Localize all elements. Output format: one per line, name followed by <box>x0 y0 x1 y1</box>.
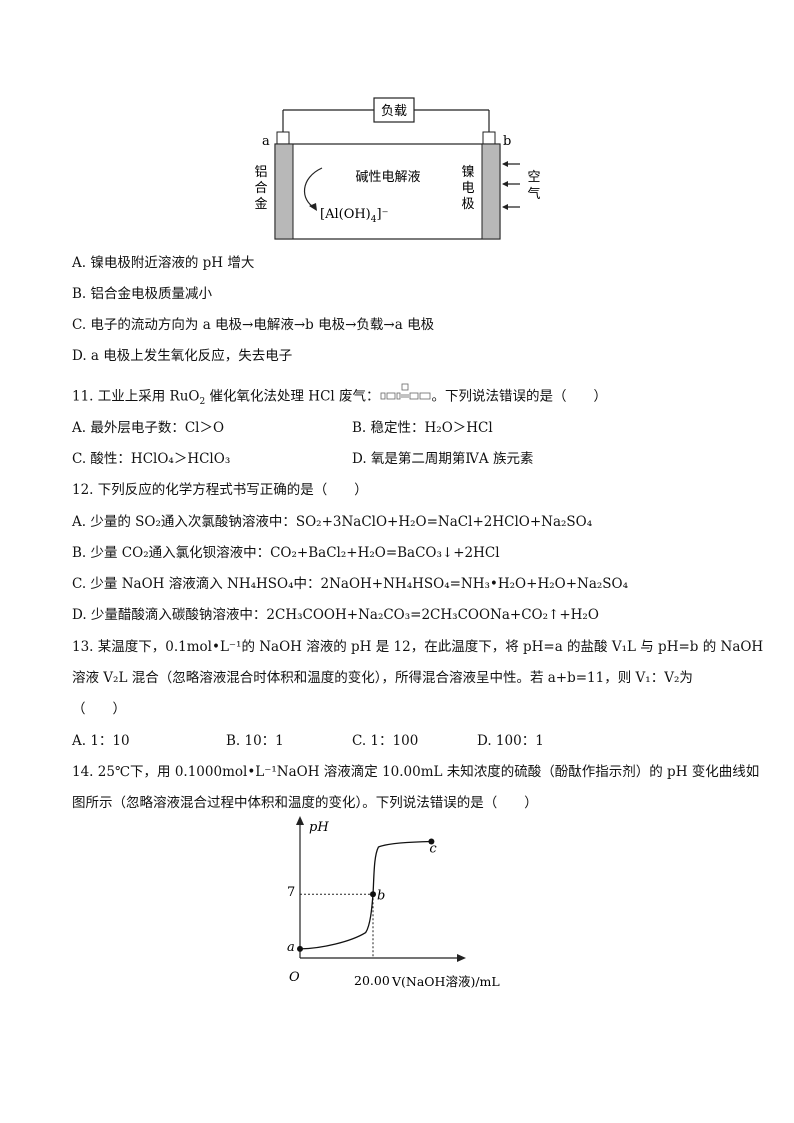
y-axis-label: pH <box>309 820 329 835</box>
left-electrode-label-1: 铝 <box>254 165 267 180</box>
q11-option-a: A. 最外层电子数：Cl＞O <box>72 420 225 436</box>
point-a-label: a <box>287 940 295 955</box>
point-c-label: c <box>429 842 437 857</box>
battery-diagram: 负载 a b 铝 合 金 镍 电 极 碱性电解液 [Al(OH)4]⁻ 空 气 <box>254 97 541 240</box>
q13-option-c: C. 1：100 <box>352 733 419 749</box>
q14-stem-line2: 图所示（忽略溶液混合过程中体积和温度的变化）。下列说法错误的是（ ） <box>72 795 538 811</box>
q12-option-d: D. 少量醋酸滴入碳酸钠溶液中：2CH₃COOH+Na₂CO₃=2CH₃COON… <box>72 607 599 623</box>
left-electrode-label-3: 金 <box>254 196 267 212</box>
q13-option-d: D. 100：1 <box>477 733 544 749</box>
q12-option-b: B. 少量 CO₂通入氯化钡溶液中：CO₂+BaCl₂+H₂O=BaCO₃↓+2… <box>72 545 500 561</box>
nickel-electrode <box>481 143 501 240</box>
point-a <box>297 945 303 952</box>
q10-option-d: D. a 电极上发生氧化反应，失去电子 <box>72 348 293 364</box>
q11-stem: 11. 工业上采用 RuO2 催化氧化法处理 HCl 废气：。下列说法错误的是（… <box>72 381 607 413</box>
q10-option-c: C. 电子的流动方向为 a 电极→电解液→b 电极→负载→a 电极 <box>72 317 435 333</box>
point-b <box>370 891 376 898</box>
terminal-a-label: a <box>262 134 270 149</box>
q11-option-b: B. 稳定性：H₂O＞HCl <box>352 420 493 436</box>
electrolyte-label: 碱性电解液 <box>355 170 420 185</box>
titration-chart: pH O V(NaOH溶液)/mL 7 20.00 a b c <box>287 816 500 989</box>
q13-stem-line3: （ ） <box>72 701 126 717</box>
q14-stem-line1: 14. 25℃下，用 0.1000mol•L⁻¹NaOH 溶液滴定 10.00m… <box>72 764 760 780</box>
origin-label: O <box>289 970 300 985</box>
air-label-1: 空 <box>527 170 540 185</box>
titration-curve <box>299 840 432 950</box>
right-electrode-label-2: 电 <box>461 181 474 196</box>
load-label: 负载 <box>381 104 407 119</box>
aluminum-electrode <box>274 143 294 240</box>
q12-option-c: C. 少量 NaOH 溶液滴入 NH₄HSO₄中：2NaOH+NH₄HSO₄=N… <box>72 576 629 592</box>
x-tick-label: 20.00 <box>354 973 390 988</box>
q13-option-a: A. 1：10 <box>72 733 130 749</box>
q10-option-a: A. 镍电极附近溶液的 pH 增大 <box>72 255 255 271</box>
reaction-equation-image <box>380 381 432 413</box>
q11-option-c: C. 酸性：HClO₄＞HClO₃ <box>72 451 231 467</box>
air-label-2: 气 <box>527 186 540 202</box>
q13-stem-line1: 13. 某温度下，0.1mol•L⁻¹的 NaOH 溶液的 pH 是 12，在此… <box>72 639 764 655</box>
q13-option-b: B. 10：1 <box>226 733 284 749</box>
x-axis-arrow <box>457 954 466 962</box>
q12-option-a: A. 少量的 SO₂通入次氯酸钠溶液中：SO₂+3NaClO+H₂O=NaCl+… <box>72 514 593 530</box>
q10-option-b: B. 铝合金电极质量减小 <box>72 286 213 302</box>
load-box <box>373 97 415 123</box>
q12-stem: 12. 下列反应的化学方程式书写正确的是（ ） <box>72 482 368 498</box>
right-electrode-label-3: 极 <box>461 197 474 212</box>
point-c <box>428 838 435 845</box>
point-b-label: b <box>377 888 385 903</box>
left-electrode-label-2: 合 <box>254 181 267 196</box>
electrolyte-cell <box>274 143 501 240</box>
ion-label: [Al(OH)4]⁻ <box>320 207 388 225</box>
y-axis-arrow <box>296 816 304 825</box>
y-tick-label: 7 <box>287 885 295 900</box>
x-axis-label: V(NaOH溶液)/mL <box>391 974 500 989</box>
terminal-b-label: b <box>503 134 511 149</box>
q11-option-d: D. 氧是第二周期第ⅣA 族元素 <box>352 451 534 467</box>
right-electrode-label-1: 镍 <box>461 165 474 180</box>
q13-stem-line2: 溶液 V₂L 混合（忽略溶液混合时体积和温度的变化），所得混合溶液呈中性。若 a… <box>72 670 693 686</box>
